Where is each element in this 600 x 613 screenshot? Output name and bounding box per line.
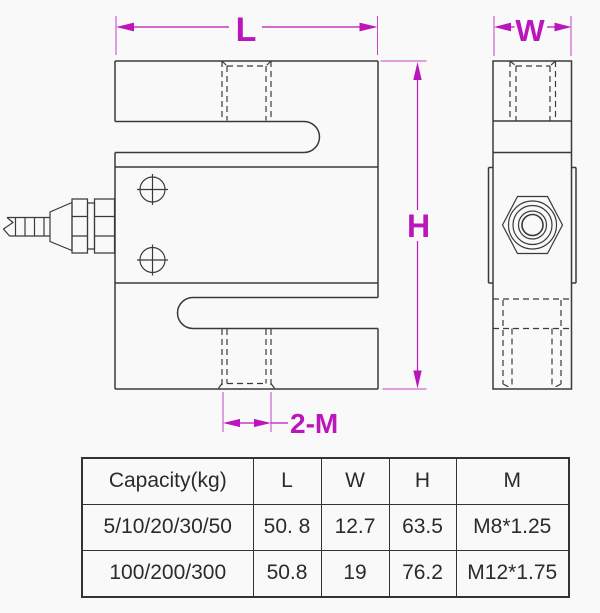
cell-L: 50.8 (252, 549, 322, 598)
extension-lines (493, 16, 572, 56)
dimension-L: L (115, 11, 378, 55)
lower-slot (176, 296, 378, 330)
cell-capacity: 100/200/300 (81, 549, 254, 598)
cell-W: 12.7 (320, 503, 390, 551)
dim-label-W: W (515, 13, 545, 48)
spec-table: Capacity(kg) L W H M 5/10/20/30/50 50. 8… (81, 457, 570, 598)
col-header-W: W (320, 457, 390, 505)
side-middle-block (487, 166, 577, 284)
dimension-W: W (493, 13, 572, 56)
table-row: 5/10/20/30/50 50. 8 12.7 63.5 M8*1.25 (81, 503, 570, 551)
dim-label-2M: 2-M (290, 408, 338, 439)
dim-label-H: H (407, 208, 430, 244)
col-header-M: M (455, 457, 570, 505)
dim-arrowhead (359, 22, 378, 32)
dim-arrowhead (554, 22, 572, 32)
front-view (2, 60, 379, 390)
cable-break-icon (2, 217, 14, 237)
cell-M: M8*1.25 (455, 503, 570, 551)
dim-arrowhead (413, 62, 422, 80)
side-view (487, 60, 577, 390)
cell-M: M12*1.75 (455, 549, 570, 598)
top-thread-hole (221, 60, 272, 121)
dimension-H: H (380, 60, 430, 390)
table-header-row: Capacity(kg) L W H M (81, 457, 570, 505)
cell-W: 19 (320, 549, 390, 598)
extension-lines (222, 392, 272, 432)
gland-cone (49, 201, 73, 252)
cell-H: 63.5 (388, 503, 457, 551)
cell-L: 50. 8 (252, 503, 322, 551)
side-slot-edges (493, 120, 572, 154)
cell-H: 76.2 (388, 549, 457, 598)
side-top-thread-hole (509, 60, 557, 121)
front-outline (114, 60, 379, 390)
dim-label-L: L (236, 11, 257, 49)
col-header-H: H (388, 457, 457, 505)
cable (2, 216, 50, 237)
dim-arrowhead (254, 418, 271, 428)
dim-arrowhead (116, 22, 134, 32)
extension-lines (115, 16, 378, 55)
dim-arrowhead (223, 418, 240, 428)
extension-lines (380, 60, 427, 390)
screw-hole-icon (137, 244, 168, 276)
dim-arrowhead (494, 22, 511, 32)
upper-slot (115, 120, 321, 154)
dim-arrowhead (413, 370, 422, 389)
col-header-L: L (252, 457, 322, 505)
gland-hex-nut (501, 195, 564, 255)
table-row: 100/200/300 50.8 19 76.2 M12*1.75 (81, 549, 570, 598)
cable-gland (49, 198, 116, 254)
col-header-capacity: Capacity(kg) (81, 457, 254, 505)
step-lines (115, 166, 378, 284)
cell-capacity: 5/10/20/30/50 (81, 503, 254, 551)
bottom-thread-hole (217, 329, 276, 390)
screw-hole-icon (137, 174, 168, 205)
dimension-2M: 2-M (222, 392, 338, 439)
side-bottom-hidden (493, 298, 572, 390)
side-outline (492, 60, 573, 390)
